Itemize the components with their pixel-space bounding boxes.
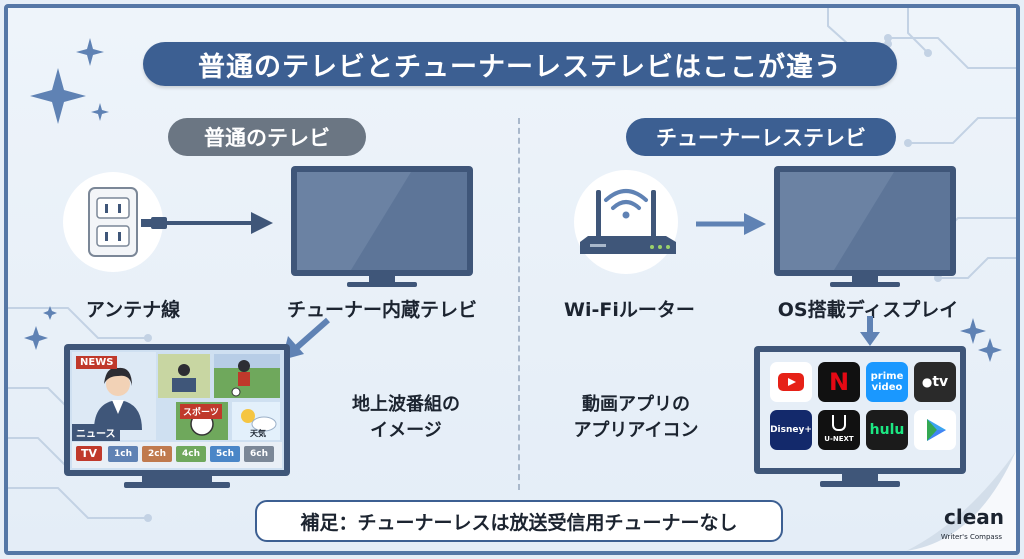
channel-button: 5ch [210,446,240,462]
channel-button: 2ch [142,446,172,462]
play-app-icon [914,410,956,450]
broadcast-caption-line2: イメージ [370,420,442,441]
channel-button: 1ch [108,446,138,462]
os-display-icon [774,166,956,287]
disney-plus-app-icon: Disney+ [770,410,812,450]
apps-caption-line1: 動画アプリの [582,394,690,415]
tv-badge: TV [76,446,103,461]
u-next-logo-icon [832,415,846,431]
play-triangle-icon [927,419,946,441]
youtube-play-icon [778,373,804,391]
apps-caption-line2: アプリアイコン [573,420,699,441]
brand-tagline: Writer's Compass [940,533,1002,541]
infographic-frame: 普通のテレビとチューナーレステレビはここが違う 普通のテレビ チューナーレステレ… [4,4,1020,555]
tuner-tv-label: チューナー内蔵テレビ [286,299,477,321]
antenna-outlet-icon [63,172,273,272]
broadcast-caption: 地上波番組の イメージ [326,392,486,444]
channel-button: 6ch [244,446,274,462]
apps-caption: 動画アプリの アプリアイコン [556,392,716,444]
antenna-label: アンテナ線 [85,299,181,321]
tuner-tv-icon [291,166,473,287]
netflix-app-icon: N [818,362,860,402]
router-label: Wi-Fiルーター [564,299,695,321]
wifi-router-icon [574,170,766,274]
channel-button: 4ch [176,446,206,462]
tunerless-tv-heading: チューナーレステレビ [626,118,896,156]
brand-logo: clean [943,505,1004,529]
news-tag: NEWS [76,356,118,369]
supplement-note: 補足：チューナーレスは放送受信用チューナーなし [255,500,783,542]
hulu-app-icon: hulu [866,410,908,450]
u-next-app-icon: U-NEXT [818,410,860,450]
apple-tv-label: tv [932,373,949,390]
weather-caption: 天気 [250,429,266,438]
regular-tv-heading: 普通のテレビ [168,118,366,156]
arrow-down-icon [860,316,880,346]
youtube-app-icon [770,362,812,402]
sports-caption: スポーツ [180,404,222,419]
broadcast-tv: NEWS ニュース スポーツ 天気 TV 1ch 2ch 4ch 5ch 6ch [64,344,294,494]
os-display-label: OS搭載ディスプレイ [777,299,959,321]
news-caption: ニュース [72,424,120,441]
apps-tv: N prime video ●tv Disney+ U-NEXT hulu [754,346,968,496]
channel-list: 1ch 2ch 4ch 5ch 6ch [108,446,274,462]
u-next-label: U-NEXT [824,435,854,443]
broadcast-caption-line1: 地上波番組の [352,394,460,415]
page-curl-decoration [906,451,1016,551]
page-title: 普通のテレビとチューナーレステレビはここが違う [143,42,897,86]
center-divider [518,118,520,490]
apple-tv-app-icon: ●tv [914,362,956,402]
prime-video-app-icon: prime video [866,362,908,402]
apple-icon: ● [921,374,933,389]
